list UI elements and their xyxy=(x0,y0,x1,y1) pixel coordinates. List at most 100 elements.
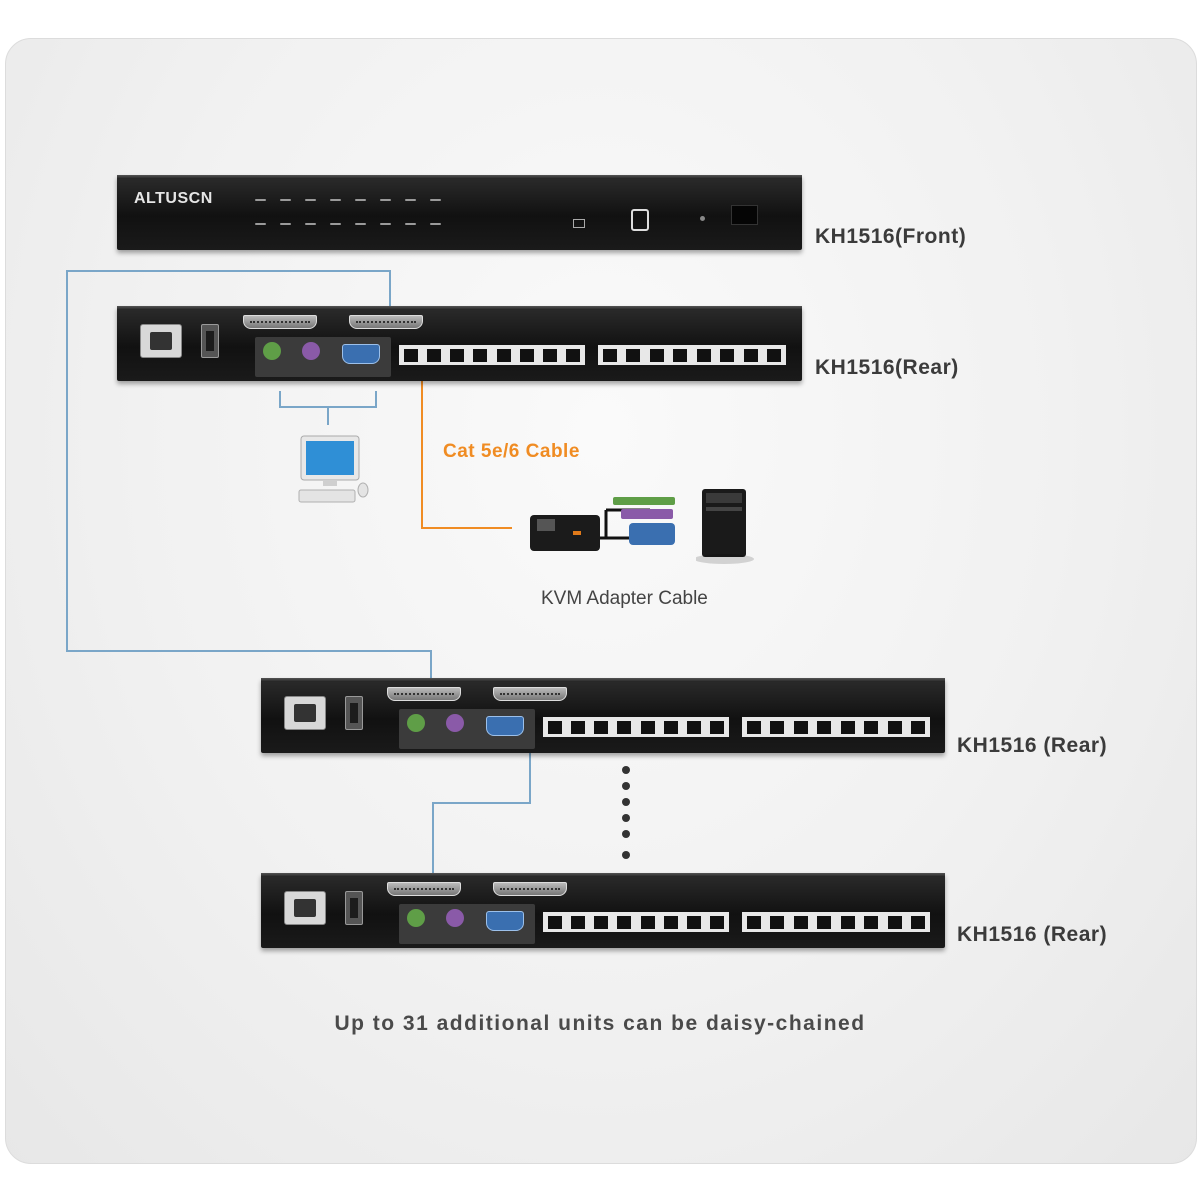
kvm-adapter-cable-icon xyxy=(530,497,675,551)
rj45-socket xyxy=(547,916,562,929)
vga-port-icon xyxy=(486,911,524,931)
rj45-socket xyxy=(473,349,488,362)
rj45-socket xyxy=(663,721,678,734)
kh1516-chain-unit-1 xyxy=(261,678,945,753)
rj45-socket xyxy=(840,721,855,734)
rj45-socket xyxy=(743,349,758,362)
rj45-socket xyxy=(570,916,585,929)
rj45-socket xyxy=(566,349,581,362)
rj45-socket xyxy=(450,349,465,362)
rj45-socket xyxy=(887,916,902,929)
port-led xyxy=(280,223,291,225)
rj45-socket xyxy=(911,721,926,734)
power-switch xyxy=(345,891,363,925)
rj45-socket xyxy=(640,916,655,929)
rj45-socket xyxy=(687,721,702,734)
rj45-socket xyxy=(570,721,585,734)
power-switch xyxy=(201,324,219,358)
rj45-socket xyxy=(770,721,785,734)
mouse-port-icon xyxy=(263,342,281,360)
power-switch xyxy=(345,696,363,730)
rj45-socket xyxy=(793,916,808,929)
rj45-socket xyxy=(673,349,688,362)
kvm-port-bank-1 xyxy=(543,717,729,737)
altusen-logo: ALTUSCN xyxy=(134,190,213,207)
kh1516-rear-unit-main xyxy=(117,306,802,381)
rj45-socket xyxy=(687,916,702,929)
power-socket-icon xyxy=(140,324,182,358)
port-led xyxy=(355,223,366,225)
rj45-socket xyxy=(911,916,926,929)
chain-in-port xyxy=(243,315,317,329)
port-led xyxy=(255,199,266,201)
port-led xyxy=(280,199,291,201)
rj45-socket xyxy=(864,916,879,929)
usb-port-icon xyxy=(573,219,585,228)
cat-cable-label: Cat 5e/6 Cable xyxy=(443,441,580,462)
port-led xyxy=(305,199,316,201)
rj45-socket xyxy=(602,349,617,362)
port-led xyxy=(305,223,316,225)
port-led xyxy=(380,199,391,201)
rear-unit-label: KH1516(Rear) xyxy=(815,356,959,379)
console-cable-bracket xyxy=(279,391,377,408)
rj45-socket xyxy=(817,916,832,929)
power-socket-icon xyxy=(284,891,326,925)
rj45-socket xyxy=(710,721,725,734)
mouse-port-icon xyxy=(407,714,425,732)
indicator-led-icon xyxy=(700,216,705,221)
rj45-socket xyxy=(840,916,855,929)
rj45-socket xyxy=(663,916,678,929)
rj45-socket xyxy=(519,349,534,362)
port-led xyxy=(405,199,416,201)
port-led xyxy=(330,199,341,201)
rj45-socket xyxy=(746,721,761,734)
daisy-chain-cable-main xyxy=(66,270,432,690)
rj45-socket xyxy=(547,721,562,734)
rj45-socket xyxy=(594,721,609,734)
vga-port-icon xyxy=(486,716,524,736)
kvm-port-bank-2 xyxy=(598,345,786,365)
keyboard-port-icon xyxy=(446,714,464,732)
kh1516-chain-unit-2 xyxy=(261,873,945,948)
kvm-port-bank-2 xyxy=(742,717,930,737)
port-led xyxy=(405,223,416,225)
rj45-socket xyxy=(617,916,632,929)
rj45-socket xyxy=(543,349,558,362)
rj45-socket xyxy=(817,721,832,734)
chain-out-port xyxy=(493,687,567,701)
console-computer-icon xyxy=(298,435,369,503)
mouse-port-icon xyxy=(407,909,425,927)
port-led xyxy=(430,223,441,225)
chain-out-port xyxy=(349,315,423,329)
rj45-socket xyxy=(746,916,761,929)
chain-in-port xyxy=(387,882,461,896)
vga-port-icon xyxy=(342,344,380,364)
kvm-port-bank-2 xyxy=(742,912,930,932)
rj45-socket xyxy=(496,349,511,362)
chain-unit-2-label: KH1516 (Rear) xyxy=(957,923,1108,946)
port-led xyxy=(380,223,391,225)
front-button-icon xyxy=(631,209,649,231)
chain-out-port xyxy=(493,882,567,896)
rj45-socket xyxy=(696,349,711,362)
adapter-cable-label: KVM Adapter Cable xyxy=(541,588,708,609)
chain-in-port xyxy=(387,687,461,701)
rj45-socket xyxy=(617,721,632,734)
rj45-socket xyxy=(626,349,641,362)
rj45-socket xyxy=(864,721,879,734)
kh1516-front-unit: ALTUSCN xyxy=(117,175,802,250)
power-socket-icon xyxy=(284,696,326,730)
port-led xyxy=(255,223,266,225)
rj45-socket xyxy=(710,916,725,929)
rj45-socket xyxy=(594,916,609,929)
keyboard-port-icon xyxy=(446,909,464,927)
chain-unit-1-label: KH1516 (Rear) xyxy=(957,734,1108,757)
rj45-socket xyxy=(767,349,782,362)
port-led xyxy=(430,199,441,201)
ir-window-icon xyxy=(731,205,758,225)
daisy-chain-note: Up to 31 additional units can be daisy-c… xyxy=(334,1012,866,1035)
kvm-port-bank-1 xyxy=(543,912,729,932)
cat-cable xyxy=(421,360,512,529)
rj45-socket xyxy=(887,721,902,734)
